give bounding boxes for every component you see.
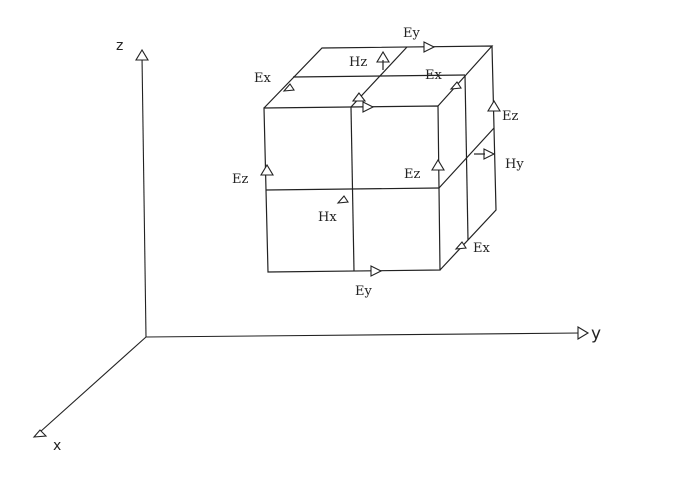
ex-top-left-arrow	[282, 83, 295, 92]
yee-cube	[263, 45, 497, 273]
hx-arrow	[336, 195, 349, 204]
y-axis-label: y	[591, 324, 601, 344]
ey-bottom-label: Ey	[355, 284, 372, 299]
ex-top-right-arrow	[449, 81, 462, 90]
top-horizontal-divider	[292, 74, 466, 78]
z-axis-line	[141, 55, 147, 338]
hy-label: Hy	[505, 157, 524, 172]
ey-bottom-arrow	[370, 265, 383, 277]
hx-label: Hx	[318, 210, 337, 225]
ez-right-arrow	[487, 99, 501, 112]
ez-right-label: Ez	[502, 109, 518, 124]
ey-top-arrow	[423, 41, 436, 53]
ez-left-arrow	[260, 163, 274, 176]
ex-bottom-right-arrow	[454, 241, 467, 250]
e-mid-top-arrow	[351, 92, 367, 102]
field-labels: Ey Hz Ex Ex Ez Ez Ez Hy Hx Ex Ey	[232, 26, 524, 299]
ez-center-label: Ez	[404, 167, 420, 182]
field-arrows	[260, 41, 501, 277]
e-top-front-arrow	[362, 101, 375, 113]
hy-arrow	[483, 148, 496, 160]
ey-top-label: Ey	[403, 26, 420, 41]
hz-label: Hz	[349, 55, 367, 70]
cube-right-edges	[439, 45, 497, 271]
y-axis-line	[145, 332, 581, 338]
coordinate-axes: z y x	[32, 38, 601, 454]
z-axis-label: z	[116, 38, 123, 54]
right-horizontal-divider	[438, 127, 495, 189]
front-horizontal-divider	[265, 187, 440, 191]
y-axis-arrowhead	[577, 326, 590, 340]
x-axis-arrowhead	[32, 429, 48, 438]
z-axis-arrowhead	[135, 48, 149, 61]
ez-left-label: Ez	[232, 172, 248, 187]
ex-top-left-label: Ex	[254, 71, 271, 86]
ex-top-right-label: Ex	[425, 68, 442, 83]
ez-center-arrow	[431, 158, 445, 171]
x-axis-line	[39, 336, 147, 433]
x-axis-label: x	[53, 438, 61, 454]
ex-bottom-right-label: Ex	[473, 241, 490, 256]
